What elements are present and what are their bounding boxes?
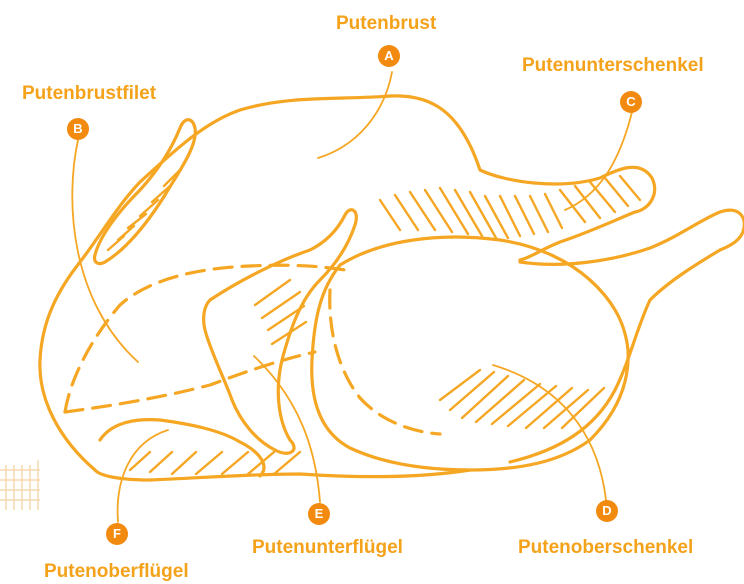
leader-line-f [118, 430, 168, 522]
leader-line-b [72, 140, 138, 362]
hatching-lower [130, 452, 300, 474]
leader-line-a [318, 72, 392, 158]
turkey-body-outline [40, 96, 655, 470]
filet-tab-outline [95, 120, 196, 264]
label-putenoberschenkel: Putenoberschenkel [518, 538, 693, 557]
hatching-thigh [440, 370, 604, 428]
leader-line-d [493, 365, 606, 500]
leader-line-e [254, 356, 320, 502]
badge-e: E [308, 503, 330, 525]
label-putenoberfluegel: Putenoberflügel [44, 562, 189, 581]
background-rack [0, 460, 40, 510]
filet-dashed-outline [65, 265, 345, 412]
badge-c: C [620, 91, 642, 113]
badge-b: B [67, 118, 89, 140]
thigh-dashed-line [330, 290, 440, 434]
label-putenbrustfilet: Putenbrustfilet [22, 84, 156, 103]
badge-f: F [106, 523, 128, 545]
leader-line-c [565, 112, 632, 210]
hatching-breast [380, 188, 562, 238]
label-putenunterschenkel: Putenunterschenkel [522, 56, 704, 75]
badge-a: A [378, 45, 400, 67]
thigh-outline [312, 237, 628, 470]
label-putenunterfluegel: Putenunterflügel [252, 538, 403, 557]
badge-d: D [596, 500, 618, 522]
wing-tip-outline [100, 420, 264, 476]
label-putenbrust: Putenbrust [336, 14, 436, 33]
